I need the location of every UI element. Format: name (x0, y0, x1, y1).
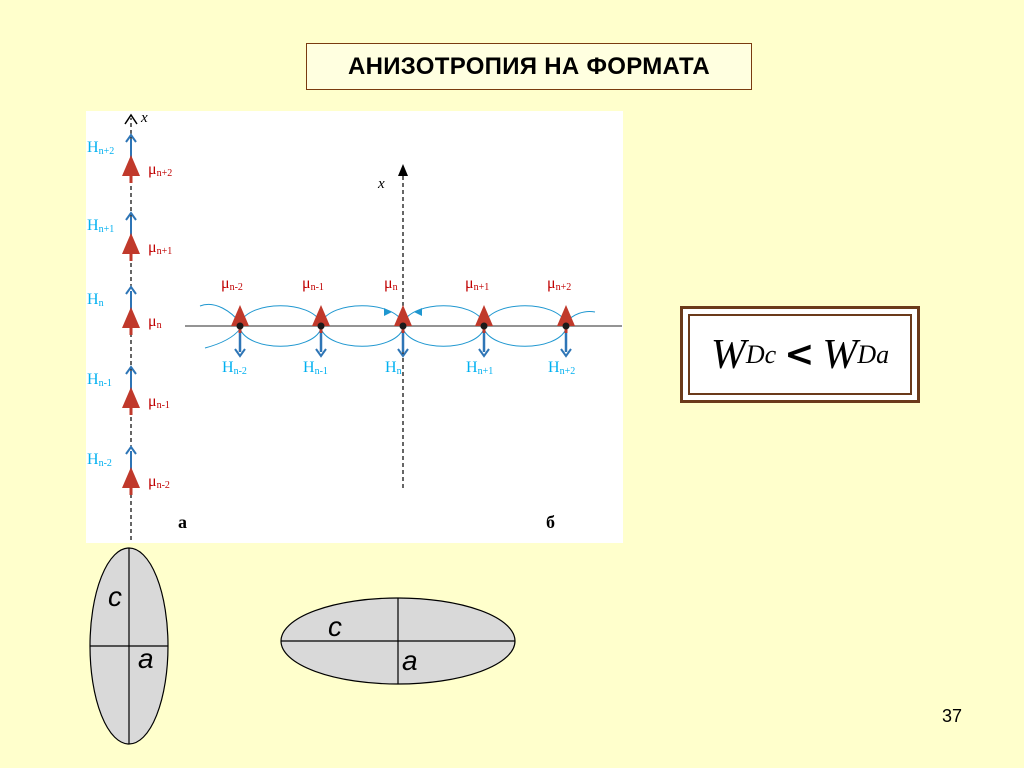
dipole-center-b-3 (480, 322, 488, 330)
mu-label-b-2: μn (384, 275, 398, 293)
loop-arrow-left (384, 308, 392, 316)
h-label-b-3: Hn+1 (466, 359, 493, 377)
dipole-center-b-4 (562, 322, 570, 330)
label-a: а (178, 512, 187, 532)
h-label-b-4: Hn+2 (548, 359, 575, 377)
axis-a-arrowhead (124, 113, 138, 125)
dipole-center-b-1 (317, 322, 325, 330)
loop-top-2 (402, 305, 485, 324)
h-label-a-4: Hn-2 (87, 451, 112, 469)
mu-label-a-2: μn (148, 313, 162, 331)
axis-a-label: x (140, 110, 148, 126)
mu-arrow-a-0 (122, 155, 140, 183)
mu-arrow-a-3 (122, 387, 140, 415)
formula-sup2: a (876, 339, 890, 369)
h-label-a-2: Hn (87, 291, 104, 309)
dipole-center-b-0 (236, 322, 244, 330)
mu-label-a-4: μn-2 (148, 473, 170, 491)
formula-w2: W (822, 331, 858, 378)
ellipse-vertical-c: c (108, 581, 122, 612)
formula-sub1: D (745, 339, 765, 369)
mu-arrow-a-1 (122, 233, 140, 261)
mu-label-a-0: μn+2 (148, 161, 172, 179)
mu-label-a-1: μn+1 (148, 239, 172, 257)
h-label-a-3: Hn-1 (87, 371, 112, 389)
mu-label-a-3: μn-1 (148, 393, 170, 411)
title-box: АНИЗОТРОПИЯ НА ФОРМАТА (306, 43, 752, 90)
formula-sub2: D (857, 339, 877, 369)
h-label-b-2: Hn (385, 359, 402, 377)
h-label-a-1: Hn+1 (87, 217, 114, 235)
h-label-b-1: Hn-1 (303, 359, 328, 377)
page-number: 37 (941, 706, 962, 726)
mu-label-b-3: μn+1 (465, 275, 489, 293)
formula-relation: < (784, 334, 815, 375)
ellipse-horizontal-a: a (402, 645, 418, 676)
h-label-a-0: Hn+2 (87, 139, 114, 157)
ellipse-horizontal: c a (280, 597, 516, 685)
label-b: б (546, 512, 555, 532)
loop-bottom-0 (239, 328, 322, 347)
loop-bottom-1 (320, 328, 404, 347)
axis-b-arrowhead (398, 164, 408, 176)
formula-sup1: c (764, 339, 777, 369)
loop-left-bottom (204, 328, 241, 349)
axis-b-label: x (377, 176, 385, 192)
mu-label-b-4: μn+2 (547, 275, 571, 293)
ellipse-vertical: c a (89, 547, 169, 745)
ellipse-vertical-a: a (138, 643, 154, 674)
mu-label-b-0: μn-2 (221, 275, 243, 293)
diagram-panel (86, 111, 623, 543)
loop-top-3 (483, 305, 567, 324)
loop-bottom-2 (402, 328, 485, 347)
mu-arrow-a-4 (122, 467, 140, 495)
h-label-b-0: Hn-2 (222, 359, 247, 377)
loop-top-0 (239, 305, 322, 324)
slide-title: АНИЗОТРОПИЯ НА ФОРМАТА (347, 52, 711, 80)
dipole-center-b-2 (399, 322, 407, 330)
loop-bottom-3 (483, 328, 567, 347)
loop-top-1 (320, 305, 404, 324)
mu-arrow-a-2 (122, 307, 140, 335)
loop-arrow-right (414, 308, 422, 316)
mu-label-b-1: μn-1 (302, 275, 324, 293)
ellipse-horizontal-c: c (328, 611, 342, 642)
formula-w1: W (710, 331, 746, 378)
